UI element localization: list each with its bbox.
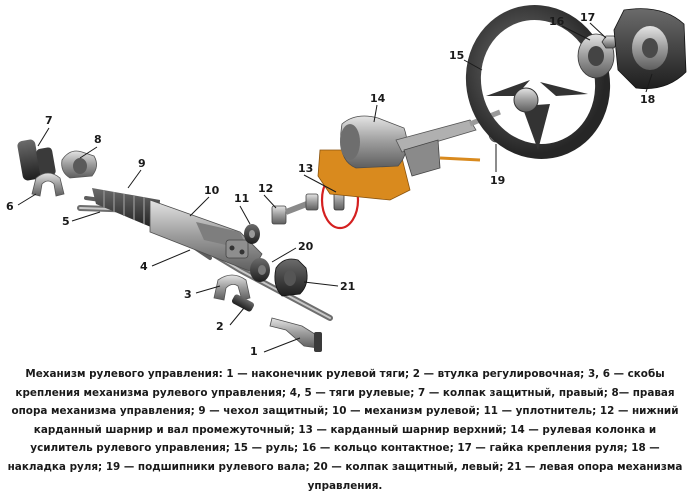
callout-16: 16: [549, 15, 565, 28]
protective-cap-left: [250, 258, 270, 282]
callout-7: 7: [45, 114, 53, 127]
callout-2: 2: [216, 320, 224, 333]
left-support: [274, 258, 308, 297]
steering-wheel-nut: [601, 35, 619, 49]
steering-rods: [77, 196, 333, 321]
steering-wheel-cover: [613, 8, 687, 90]
callout-9: 9: [138, 157, 146, 170]
steering-wheel: [465, 5, 611, 159]
callout-21: 21: [340, 280, 355, 293]
callout-1: 1: [250, 345, 258, 358]
protective-boot: [92, 188, 160, 230]
lower-universal-joint: [271, 193, 319, 225]
callout-13: 13: [298, 162, 313, 175]
callout-17: 17: [580, 11, 595, 24]
callout-15: 15: [449, 49, 464, 62]
caption-body: 1 — наконечник рулевой тяги; 2 — втулка …: [7, 368, 683, 492]
right-support: [61, 150, 97, 179]
callout-numbers: 1 2 3 4 5 6 7 8 9 10 11 12 13 14 15 16 1…: [6, 11, 655, 358]
caption-title: Механизм рулевого управления:: [25, 368, 223, 380]
callout-11: 11: [234, 192, 249, 205]
tie-rod-end: [269, 317, 322, 352]
callout-18: 18: [640, 93, 655, 106]
callout-3: 3: [184, 288, 192, 301]
leader-lines: [17, 22, 653, 353]
seal: [244, 224, 260, 244]
callout-12: 12: [258, 182, 273, 195]
callout-10: 10: [204, 184, 220, 197]
steering-column: [317, 109, 501, 201]
callout-5: 5: [62, 215, 70, 228]
mounting-bracket-6: [31, 172, 65, 197]
figure-caption: Механизм рулевого управления: 1 — наконе…: [6, 365, 684, 495]
adjusting-sleeve: [231, 294, 255, 312]
callout-6: 6: [6, 200, 14, 213]
protective-cap-right: [17, 139, 56, 181]
callout-4: 4: [140, 260, 148, 273]
mounting-bracket-3: [213, 274, 251, 301]
steering-mechanism-diagram: 1 2 3 4 5 6 7 8 9 10 11 12 13 14 15 16 1…: [6, 5, 687, 358]
callout-20: 20: [298, 240, 314, 253]
callout-8: 8: [94, 133, 102, 146]
callout-19: 19: [490, 174, 505, 187]
callout-14: 14: [370, 92, 386, 105]
